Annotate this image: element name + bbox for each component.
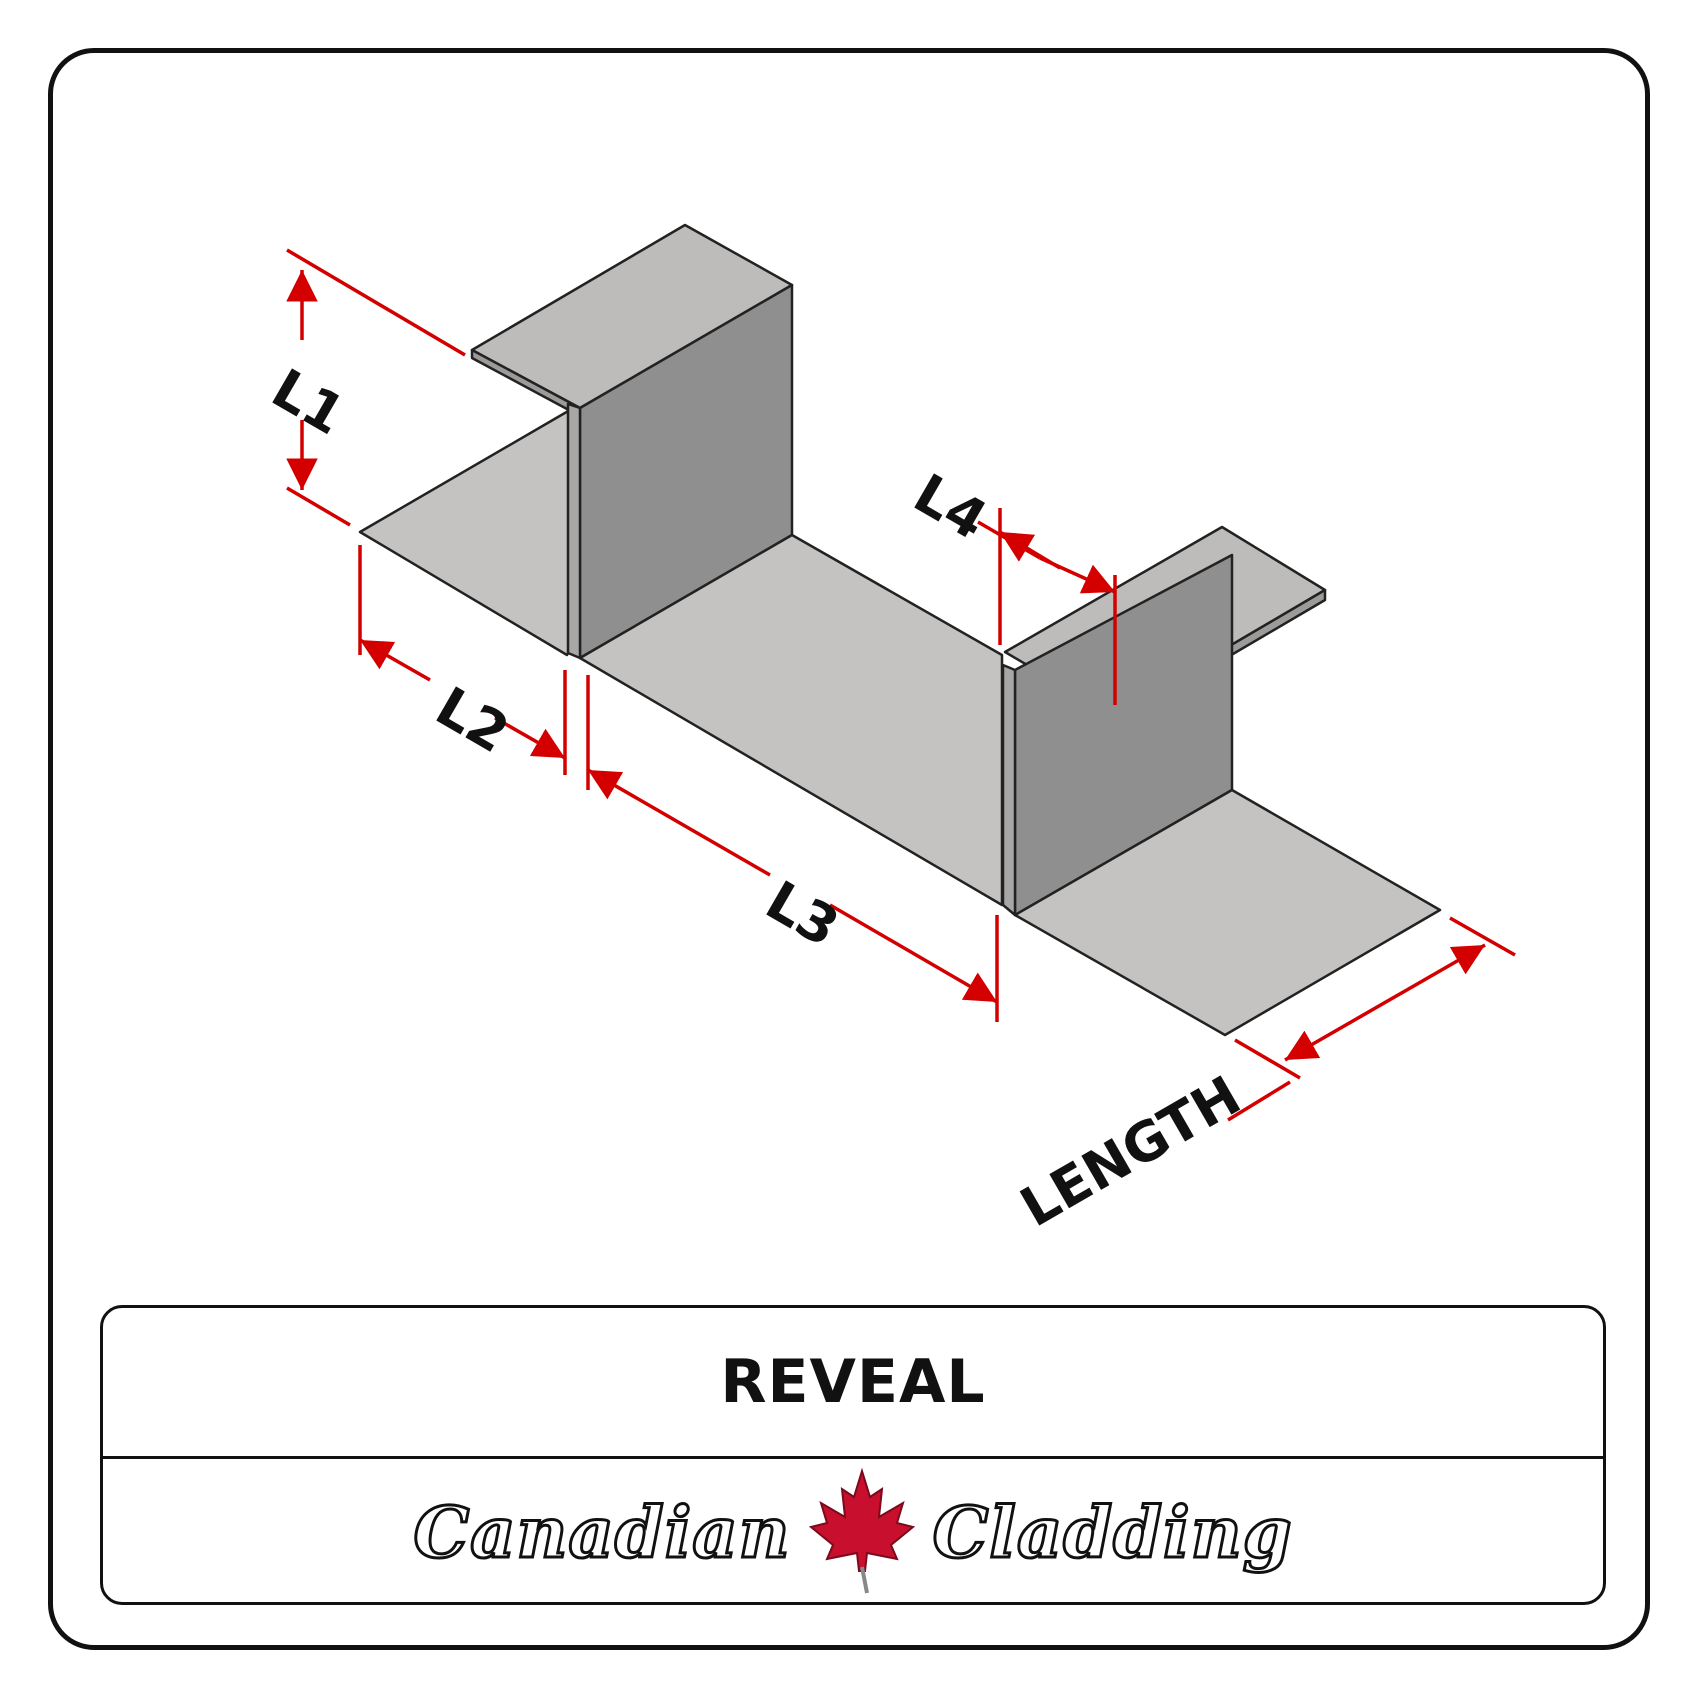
title-block: REVEAL Canadian Cladding	[100, 1305, 1606, 1605]
title-row: REVEAL	[103, 1308, 1603, 1459]
left-wall-edge	[566, 402, 582, 660]
left-flange-face	[358, 408, 572, 657]
right-flange-face	[1013, 788, 1442, 1037]
logo-word-left: Canadian	[412, 1489, 791, 1575]
l3-label: L3	[756, 869, 850, 960]
length-label: LENGTH	[1010, 1064, 1251, 1240]
l4-label: L4	[904, 462, 998, 553]
company-logo: Canadian Cladding	[103, 1459, 1603, 1605]
l1-label: L1	[262, 357, 356, 448]
right-wall-edge	[1001, 663, 1017, 917]
l2-label: L2	[426, 675, 520, 766]
logo-word-right: Cladding	[931, 1489, 1293, 1575]
sheet-metal-profile	[358, 223, 1442, 1037]
drawing-title: REVEAL	[720, 1347, 986, 1417]
dimension-lines	[286, 248, 1516, 1122]
center-base-face	[578, 533, 1004, 907]
maple-leaf-icon	[808, 1467, 915, 1594]
